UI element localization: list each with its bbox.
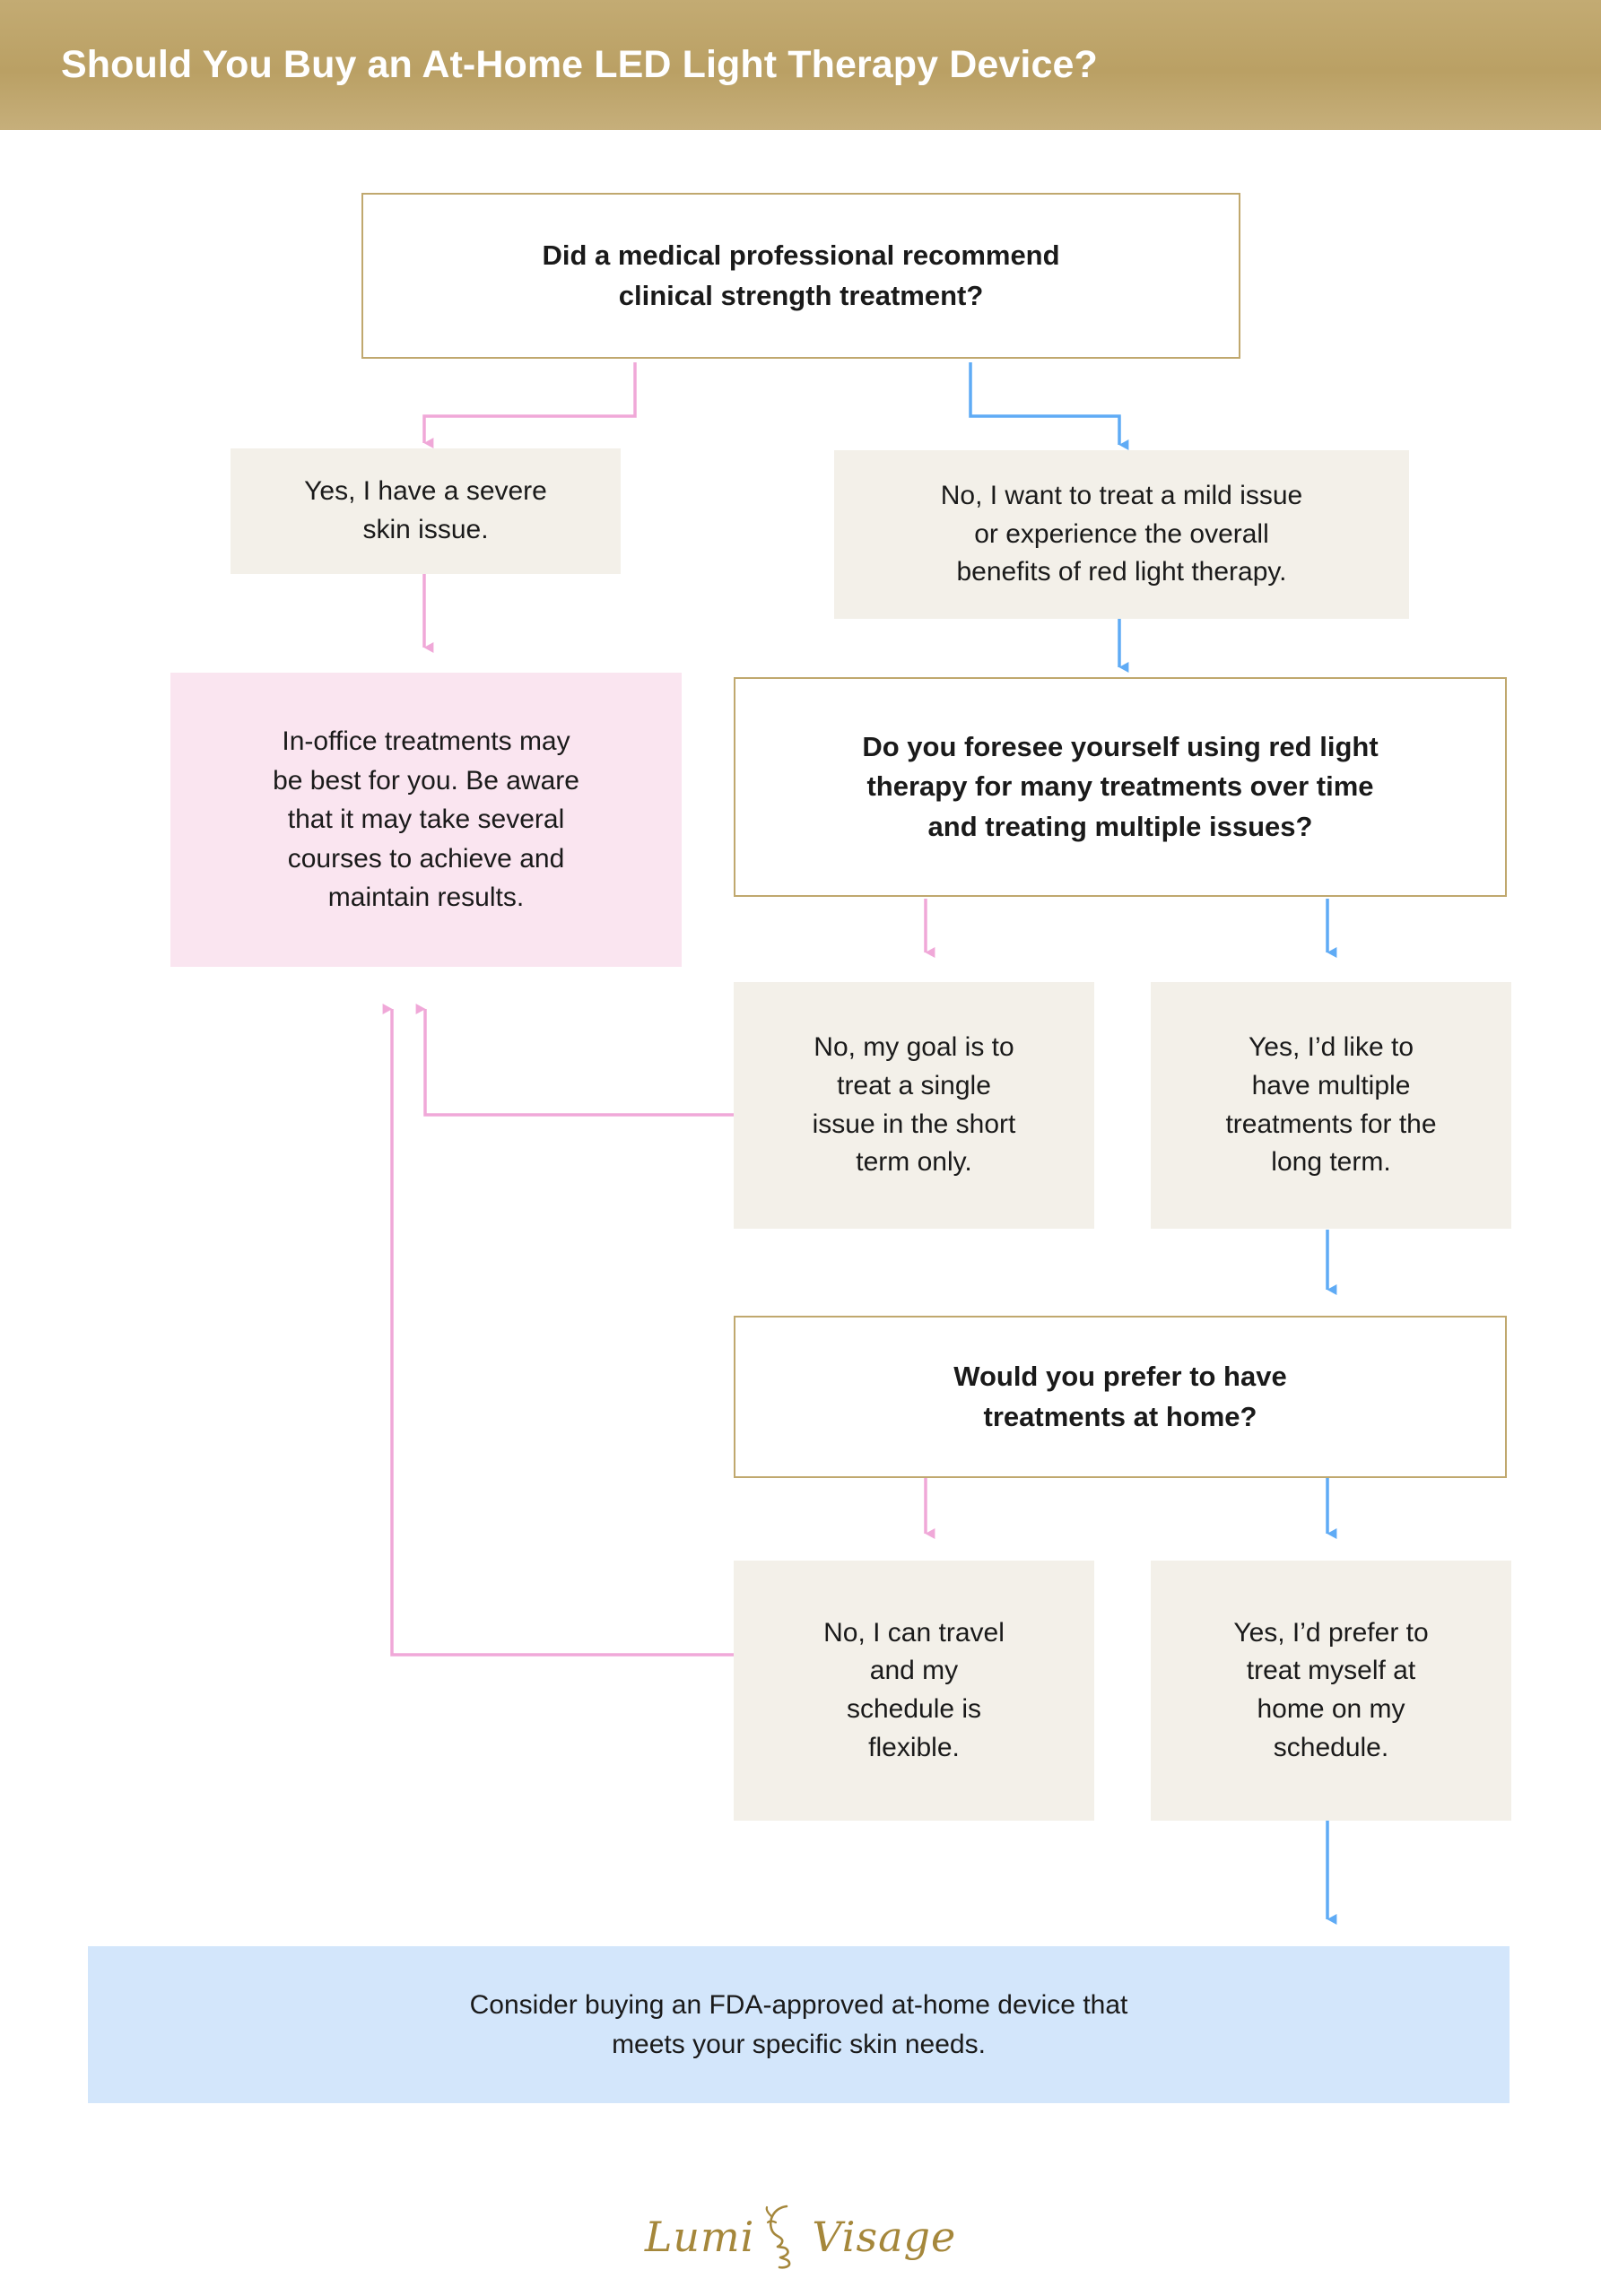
page-title: Should You Buy an At-Home LED Light Ther… <box>61 43 1098 86</box>
answer-node-severe-skin-issue[interactable]: Yes, I have a severe skin issue. <box>231 448 621 574</box>
question-text: Do you foresee yourself using red light … <box>862 731 1379 842</box>
brand-name-first: Lumi <box>644 2213 755 2261</box>
question-node-medical-recommendation[interactable]: Did a medical professional recommend cli… <box>361 193 1240 359</box>
question-text: Would you prefer to have treatments at h… <box>953 1361 1287 1432</box>
connector-a3no-to-outcome <box>382 1004 734 1657</box>
answer-node-prefer-at-home[interactable]: Yes, I’d prefer to treat myself at home … <box>1151 1561 1511 1821</box>
answer-node-multiple-long-term[interactable]: Yes, I’d like to have multiple treatment… <box>1151 982 1511 1229</box>
answer-node-mild-issue[interactable]: No, I want to treat a mild issue or expe… <box>834 450 1409 619</box>
connector-q1-to-a1no <box>969 362 1129 450</box>
header-banner: Should You Buy an At-Home LED Light Ther… <box>0 0 1601 130</box>
answer-text: No, I can travel and my schedule is flex… <box>823 1617 1005 1762</box>
answer-node-single-issue-short-term[interactable]: No, my goal is to treat a single issue i… <box>734 982 1094 1229</box>
answer-text: No, my goal is to treat a single issue i… <box>812 1032 1016 1178</box>
answer-node-can-travel[interactable]: No, I can travel and my schedule is flex… <box>734 1561 1094 1821</box>
connector-a2no-to-outcome <box>415 1004 734 1117</box>
question-node-many-treatments[interactable]: Do you foresee yourself using red light … <box>734 677 1507 897</box>
question-text: Did a medical professional recommend cli… <box>542 239 1060 311</box>
face-profile-icon <box>766 2205 791 2269</box>
connector-q1-to-a1yes <box>422 362 637 448</box>
outcome-text: Consider buying an FDA-approved at-home … <box>469 1990 1128 2059</box>
question-node-treatments-at-home[interactable]: Would you prefer to have treatments at h… <box>734 1316 1507 1478</box>
brand-name-second: Visage <box>812 2213 957 2261</box>
answer-text: Yes, I have a severe skin issue. <box>304 476 547 544</box>
brand-logo: Lumi Visage <box>0 2178 1601 2296</box>
outcome-node-buy-fda-device[interactable]: Consider buying an FDA-approved at-home … <box>88 1946 1510 2103</box>
outcome-text: In-office treatments may be best for you… <box>273 726 579 913</box>
answer-text: Yes, I’d prefer to treat myself at home … <box>1233 1617 1429 1762</box>
answer-text: Yes, I’d like to have multiple treatment… <box>1225 1032 1437 1178</box>
answer-text: No, I want to treat a mild issue or expe… <box>940 481 1303 587</box>
outcome-node-in-office-treatments[interactable]: In-office treatments may be best for you… <box>170 673 682 967</box>
